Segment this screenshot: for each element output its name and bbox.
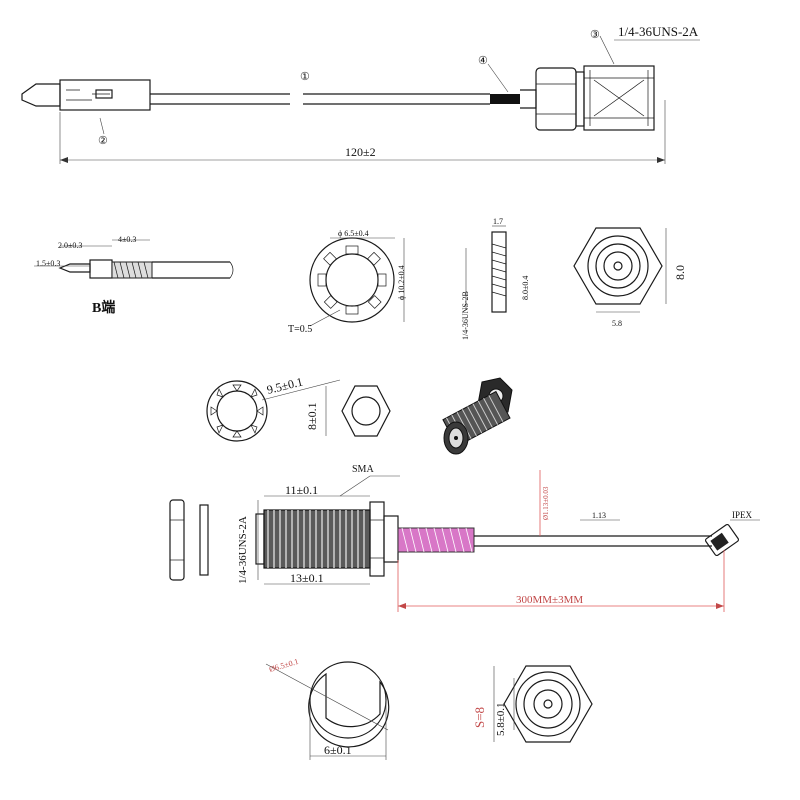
- b-end-detail: [34, 239, 234, 279]
- front-58: 5.8±0.1: [495, 702, 507, 736]
- dd-flat: 6±0.1: [324, 743, 352, 757]
- cable-diameter: Ø1.13±0.03: [542, 486, 550, 520]
- hex-height: 8.0: [673, 265, 687, 280]
- hex-width: 5.8: [612, 319, 622, 328]
- hexnut-dim: 8±0.1: [305, 402, 319, 430]
- sma-thread-spec: 1/4-36UNS-2A: [237, 516, 249, 584]
- washer-thickness: T=0.5: [288, 324, 312, 335]
- lockwasher-view: [206, 379, 341, 442]
- nut-thread: 1/4-36UNS-2B: [461, 291, 470, 340]
- dd-cutout-view: [265, 661, 390, 760]
- front-s: S=8: [472, 707, 487, 728]
- lockwasher-dim: 9.5±0.1: [265, 374, 304, 396]
- callout-1: ①: [300, 71, 310, 83]
- cable-label: 1.13: [592, 511, 606, 520]
- b-end-label: B端: [92, 299, 115, 316]
- strip-15: 1.5±0.3: [36, 259, 60, 268]
- strip-4: 4±0.3: [118, 235, 136, 244]
- thread-spec-top: 1/4-36UNS-2A: [618, 24, 699, 39]
- top-assembly-view: [21, 35, 700, 164]
- overall-length: 120±2: [345, 145, 376, 159]
- washer-view: [309, 237, 405, 327]
- nut-side-view: [465, 225, 507, 313]
- sma-label: SMA: [352, 464, 374, 475]
- dd-diameter: Ø6.5±0.1: [268, 657, 299, 674]
- callout-2: ②: [98, 135, 108, 147]
- sma-thread-length: 11±0.1: [285, 483, 318, 497]
- nut-thickness: 1.7: [493, 217, 503, 226]
- hex-front-view: [573, 227, 667, 313]
- callout-4: ④: [478, 55, 488, 67]
- cable-length: 300MM±3MM: [516, 594, 583, 606]
- hexnut-view: [325, 385, 391, 437]
- washer-od: ϕ 10.2±0.4: [397, 265, 406, 300]
- nut-height: 8.0±0.4: [521, 276, 530, 300]
- sma-front-view: [493, 665, 593, 743]
- sma-body-length: 13±0.1: [290, 571, 324, 585]
- washer-id: ϕ 6.5±0.4: [338, 229, 369, 238]
- sma-side-view: [169, 470, 760, 612]
- sma-3d-view: [442, 377, 513, 455]
- ipex-label: IPEX: [732, 510, 753, 520]
- callout-3: ③: [590, 29, 600, 41]
- strip-2: 2.0±0.3: [58, 241, 82, 250]
